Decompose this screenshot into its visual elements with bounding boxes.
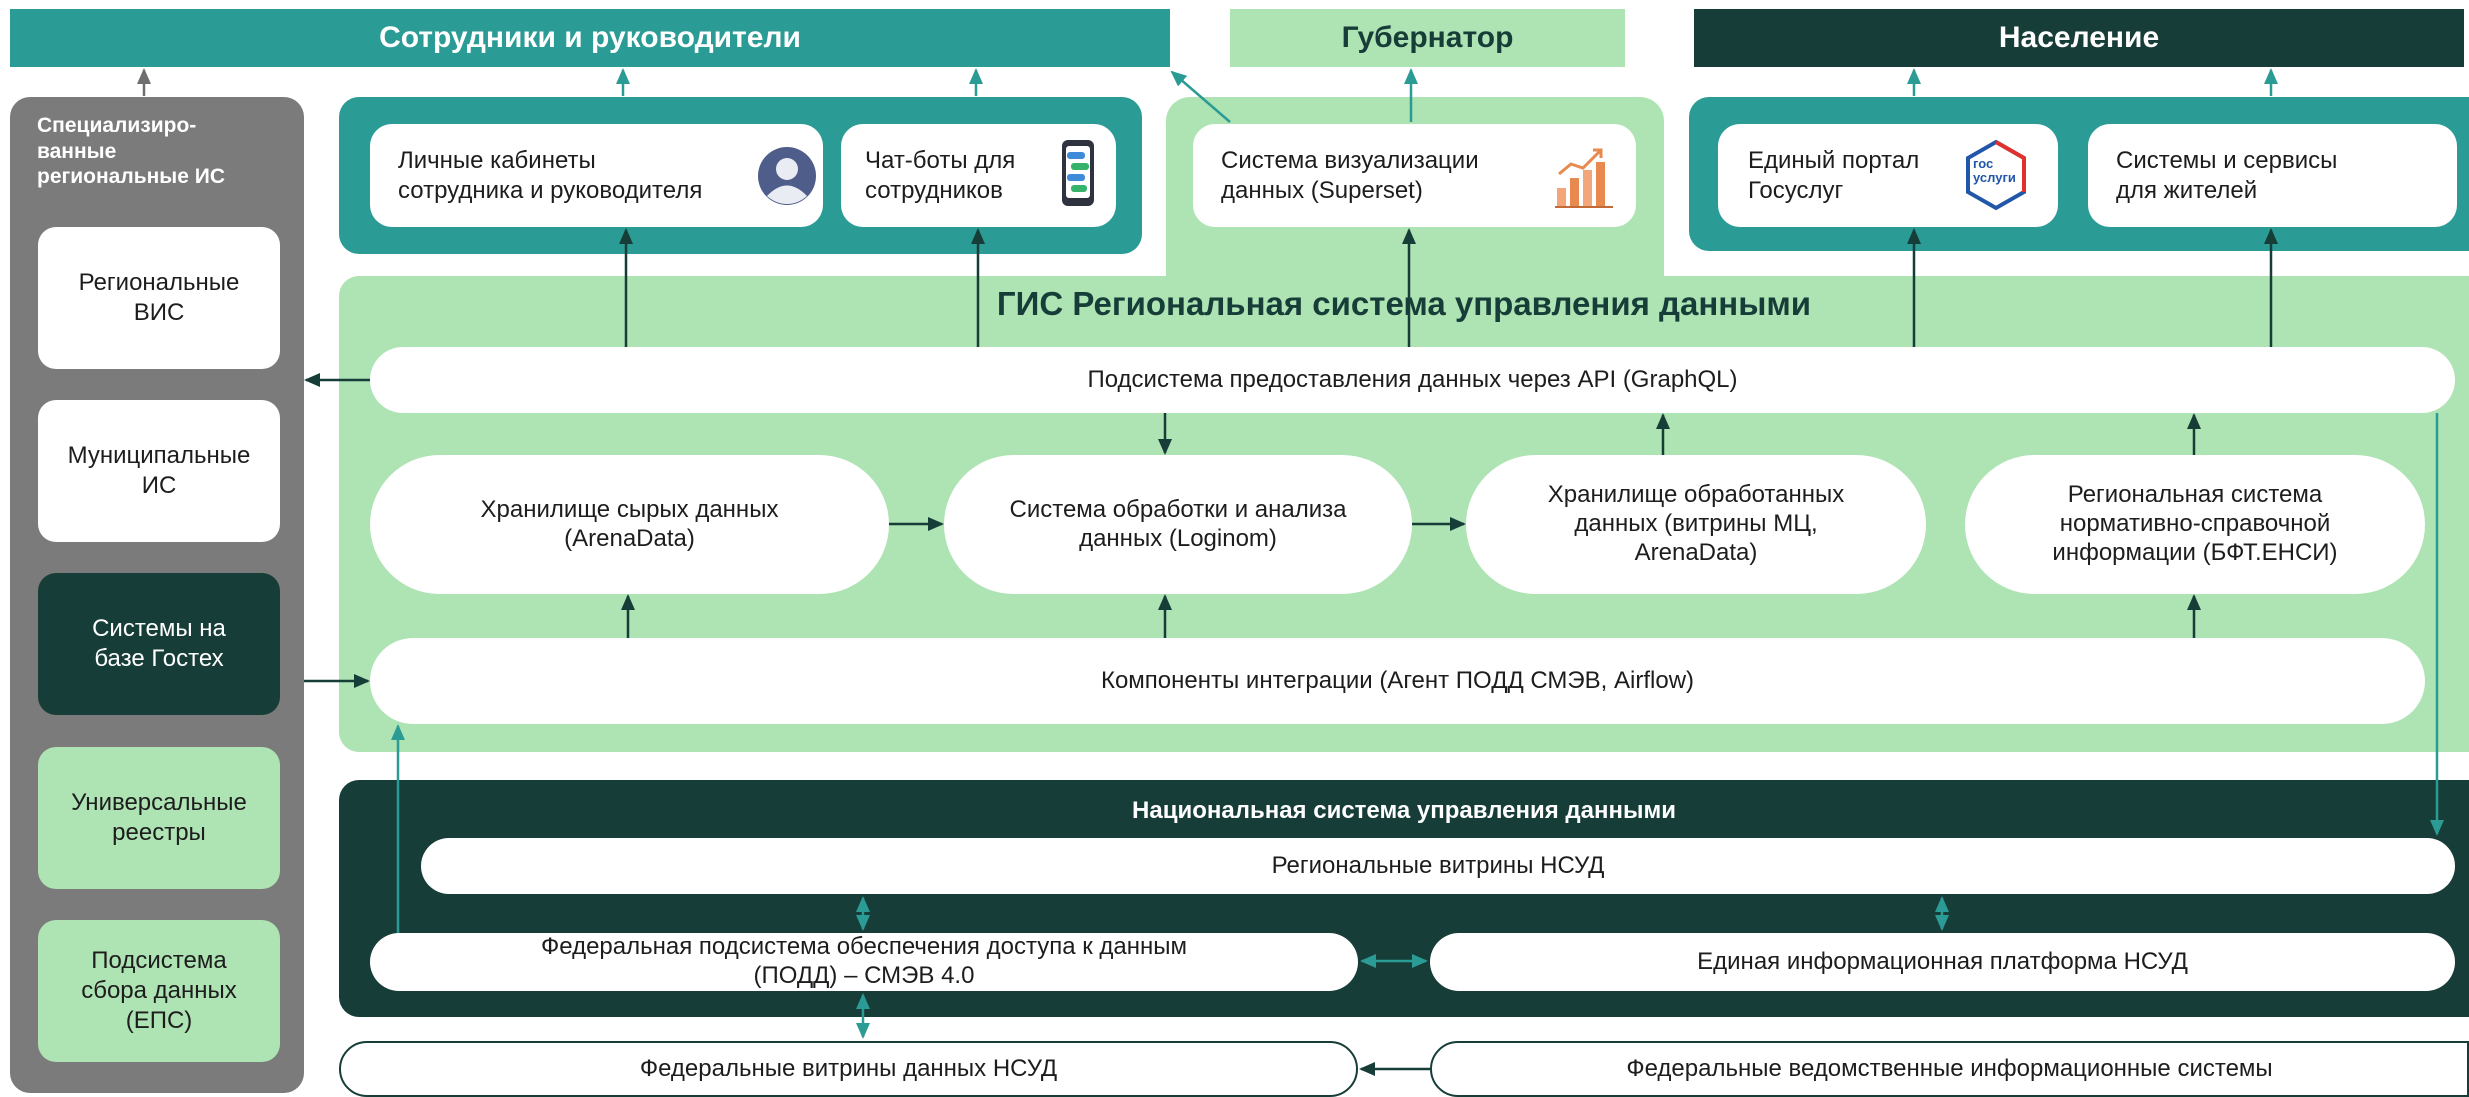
gostech-systems-box: Системы на базе Гостех: [38, 573, 280, 715]
federal-systems-pill: Федеральные ведомственные информационные…: [1430, 1041, 2469, 1097]
integration-components-pill: Компоненты интеграции (Агент ПОДД СМЭВ, …: [370, 638, 2425, 724]
nsud-platform-label: Единая информационная платформа НСУД: [1697, 947, 2188, 975]
regional-vis-box: Региональные ВИС: [38, 227, 280, 369]
gis-title: ГИС Региональная система управления данн…: [996, 285, 1812, 322]
resident-services-label: Системы и сервисы для жителей: [2116, 146, 2338, 204]
personal-cabinets-card: Личные кабинеты сотрудника и руководител…: [370, 124, 823, 227]
federal-showcases-label: Федеральные витрины данных НСУД: [639, 1054, 1058, 1082]
header-population: Население: [1694, 9, 2464, 67]
raw-storage-pill: Хранилище сырых данных (ArenaData): [370, 455, 889, 594]
integration-components-label: Компоненты интеграции (Агент ПОДД СМЭВ, …: [1100, 666, 1695, 694]
phone-chat-icon: [1058, 138, 1098, 208]
bar-chart-icon: [1553, 144, 1615, 210]
arrow-governor-to-employees: [1170, 70, 1231, 123]
gosuslugi-label: Единый портал Госуслуг: [1748, 146, 1920, 204]
chatbots-label: Чат-боты для сотрудников: [865, 146, 1016, 204]
header-employees-label: Сотрудники и руководители: [379, 21, 801, 54]
processing-pill: Система обработки и анализа данных (Logi…: [944, 455, 1412, 594]
resident-services-card: Системы и сервисы для жителей: [2088, 124, 2457, 227]
header-governor: Губернатор: [1230, 9, 1625, 67]
gosuslugi-logo-text: гос услуги: [1973, 156, 2016, 185]
api-subsystem-pill: Подсистема предоставления данных через A…: [370, 347, 2455, 413]
podd-pill: Федеральная подсистема обеспечения досту…: [370, 933, 1358, 991]
federal-showcases-pill: Федеральные витрины данных НСУД: [339, 1041, 1358, 1097]
regional-showcases-label: Региональные витрины НСУД: [1271, 851, 1605, 879]
personal-cabinets-label: Личные кабинеты сотрудника и руководител…: [398, 146, 703, 204]
specialized-regional-is-title: Специализиро- ванные региональные ИС: [37, 114, 225, 189]
nsi-pill: Региональная система нормативно-справочн…: [1965, 455, 2425, 594]
gosuslugi-logo-icon: гос услуги: [1963, 139, 2029, 211]
header-population-label: Население: [1998, 21, 2160, 54]
api-subsystem-label: Подсистема предоставления данных через A…: [1087, 365, 1738, 393]
federal-systems-label: Федеральные ведомственные информационные…: [1626, 1054, 2273, 1082]
superset-label: Система визуализации данных (Superset): [1221, 146, 1479, 204]
universal-registries-box: Универсальные реестры: [38, 747, 280, 889]
nsud-platform-pill: Единая информационная платформа НСУД: [1430, 933, 2455, 991]
eps-subsystem-box: Подсистема сбора данных (ЕПС): [38, 920, 280, 1062]
processed-storage-pill: Хранилище обработанных данных (витрины М…: [1466, 455, 1926, 594]
municipal-is-box: Муниципальные ИС: [38, 400, 280, 542]
nsud-title: Национальная система управления данными: [1132, 797, 1676, 824]
superset-card: Система визуализации данных (Superset): [1193, 124, 1636, 227]
header-governor-label: Губернатор: [1341, 21, 1514, 54]
header-employees: Сотрудники и руководители: [10, 9, 1170, 67]
regional-showcases-pill: Региональные витрины НСУД: [421, 838, 2455, 894]
user-avatar-icon: [758, 147, 816, 205]
